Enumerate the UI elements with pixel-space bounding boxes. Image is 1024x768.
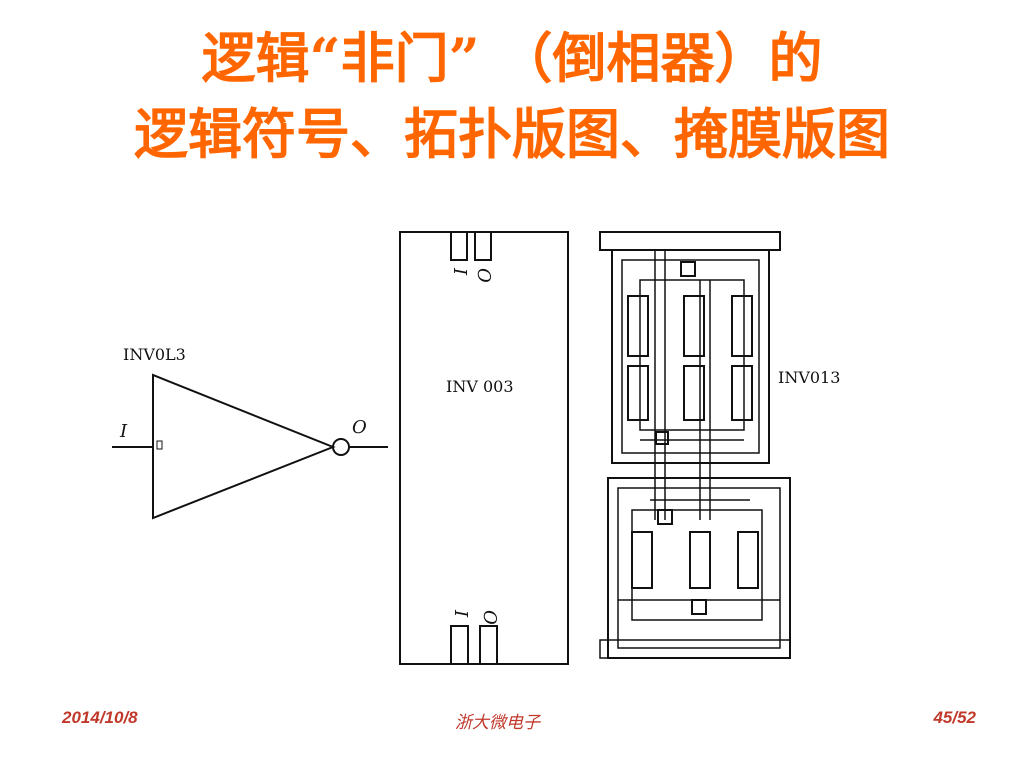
slide-title-line-1: 逻辑“非门” （倒相器）的 xyxy=(201,26,823,90)
mask-layout xyxy=(599,231,791,659)
symbol-output-label: O xyxy=(352,417,367,438)
slide-title-line-2: 逻辑符号、拓扑版图、掩膜版图 xyxy=(134,102,890,166)
topology-layout xyxy=(399,231,569,665)
mask-cell-name: INV013 xyxy=(778,368,840,387)
topology-cell-outline xyxy=(399,231,569,665)
topology-top-pin-o xyxy=(474,231,492,261)
topology-top-pin-i xyxy=(450,231,468,261)
footer-date: 2014/10/8 xyxy=(62,708,138,727)
inverter-logic-symbol xyxy=(112,373,388,520)
topology-top-pin-label-i: I xyxy=(449,267,470,276)
symbol-input-label: I xyxy=(119,421,128,442)
input-pin-marker xyxy=(156,440,163,450)
footer-source: 浙大微电子 xyxy=(455,713,540,732)
mask-top-cap xyxy=(599,231,781,251)
topology-top-pin-label-o: O xyxy=(473,268,494,283)
topology-bottom-pin-label-o: O xyxy=(479,610,500,625)
inverter-triangle xyxy=(152,373,336,520)
topology-bottom-pin-o xyxy=(479,625,498,665)
topology-bottom-pin-label-i: I xyxy=(450,609,471,618)
symbol-cell-name: INV0L3 xyxy=(123,345,186,364)
footer-page-number: 45/52 xyxy=(933,708,976,727)
topology-bottom-pin-i xyxy=(450,625,469,665)
mask-upper-cell-outline xyxy=(611,249,770,464)
topology-cell-name: INV 003 xyxy=(446,377,514,396)
